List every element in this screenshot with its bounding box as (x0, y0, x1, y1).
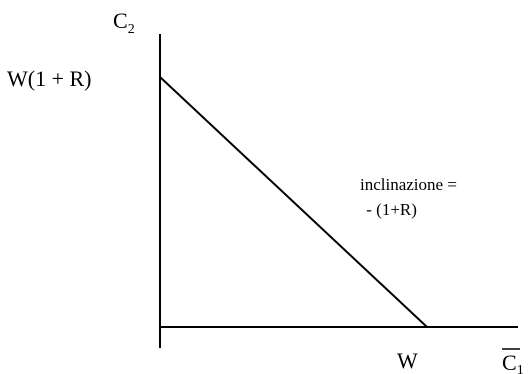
x-axis-label: C1 (502, 350, 524, 374)
y-intercept-label: W(1 + R) (7, 66, 92, 91)
x-intercept-label: W (397, 348, 418, 373)
slope-label-line2: - (1+R) (362, 200, 417, 219)
slope-label-line1: inclinazione = (360, 175, 457, 194)
y-axis-label: C2 (113, 8, 135, 37)
budget-line (159, 76, 428, 328)
